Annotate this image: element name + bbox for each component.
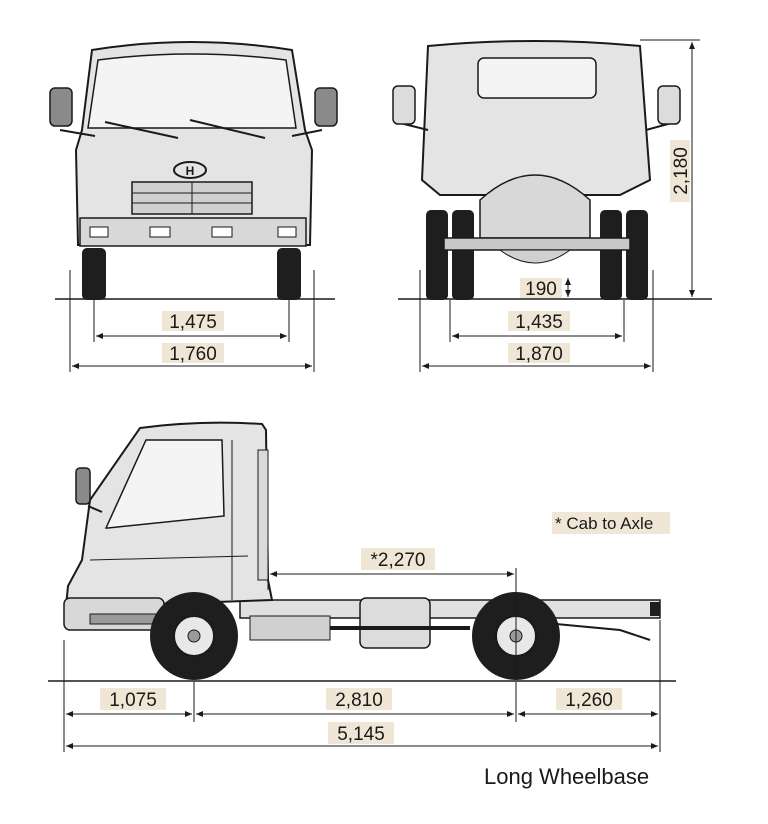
cab-to-axle-label: *2,270 bbox=[361, 548, 435, 571]
rear-overall-width-text: 1,870 bbox=[515, 344, 563, 365]
front-dimension-lines bbox=[69, 270, 315, 372]
svg-text:H: H bbox=[186, 164, 195, 178]
rear-height-text: 2,180 bbox=[671, 147, 692, 195]
front-width-label: 1,760 bbox=[162, 343, 224, 365]
overall-length-text: 5,145 bbox=[337, 724, 385, 745]
rear-dimension-lines bbox=[419, 39, 700, 372]
wheelbase-caption: Long Wheelbase bbox=[484, 764, 649, 789]
rear-overhang-label: 1,260 bbox=[556, 688, 622, 711]
cab-to-axle-note-text: * Cab to Axle bbox=[555, 514, 653, 533]
side-dimension-lines bbox=[63, 568, 661, 752]
overall-length-label: 5,145 bbox=[328, 722, 394, 745]
rear-overhang-text: 1,260 bbox=[565, 690, 613, 711]
front-view: H bbox=[49, 41, 338, 300]
rear-height-label: 2,180 bbox=[670, 140, 692, 202]
ground-clearance-label: 190 bbox=[520, 278, 562, 300]
rear-view bbox=[392, 40, 712, 300]
cab-to-axle-note: * Cab to Axle bbox=[552, 512, 670, 534]
side-view bbox=[48, 421, 676, 682]
ground-clearance-text: 190 bbox=[525, 279, 557, 300]
front-track-width-text: 1,475 bbox=[169, 312, 217, 333]
cab-to-axle-text: *2,270 bbox=[371, 550, 426, 571]
front-overhang-label: 1,075 bbox=[100, 688, 166, 711]
wheelbase-text: 2,810 bbox=[335, 690, 383, 711]
rear-track-label: 1,435 bbox=[508, 311, 570, 333]
rear-track-width-text: 1,435 bbox=[515, 312, 563, 333]
front-track-label: 1,475 bbox=[162, 311, 224, 333]
rear-width-label: 1,870 bbox=[508, 343, 570, 365]
front-overall-width-text: 1,760 bbox=[169, 344, 217, 365]
front-overhang-text: 1,075 bbox=[109, 690, 157, 711]
wheelbase-label: 2,810 bbox=[326, 688, 392, 711]
